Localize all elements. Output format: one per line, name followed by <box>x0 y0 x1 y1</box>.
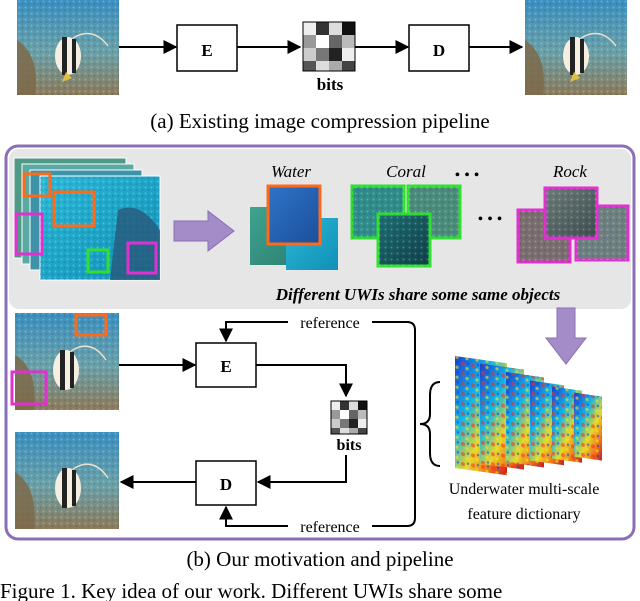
caption-a: (a) Existing image compression pipeline <box>150 109 489 133</box>
bottom-encoder-label: E <box>220 357 231 376</box>
bottom-input-image <box>10 313 119 410</box>
top-encoder-box <box>176 24 238 72</box>
dictionary-label-line2: feature dictionary <box>467 506 580 523</box>
dots-top: • • • <box>455 167 480 184</box>
coral-label: Coral <box>386 162 426 181</box>
bottom-decoder-box <box>195 460 257 506</box>
top-output-image <box>525 0 627 95</box>
bottom-bits-label: bits <box>337 437 362 454</box>
dots-middle: • • • <box>478 211 503 228</box>
dictionary-label-line1: Underwater multi-scale <box>449 481 600 498</box>
objects-tagline: Different UWIs share some same objects <box>275 285 561 304</box>
rock-patches <box>516 186 630 264</box>
bottom-encoder-box <box>195 342 257 388</box>
uwi-image-stack <box>13 157 161 281</box>
top-decoder-label: D <box>433 41 445 60</box>
reference-top-label: reference <box>300 315 360 332</box>
rock-label: Rock <box>552 162 587 181</box>
brace-icon <box>419 381 441 467</box>
top-pipeline: E bits D <box>17 0 627 133</box>
bottom-output-image <box>15 432 119 529</box>
top-bits-label: bits <box>317 75 344 94</box>
bottom-decoder-label: D <box>220 475 232 494</box>
figure-caption: Figure 1. Key idea of our work. Differen… <box>0 579 502 601</box>
reference-bottom-label: reference <box>300 519 360 536</box>
water-patches <box>250 184 338 270</box>
top-encoder-label: E <box>201 41 212 60</box>
feature-dictionary-stack <box>455 355 602 476</box>
transform-arrow-icon <box>173 209 235 253</box>
coral-patches <box>350 184 462 268</box>
top-input-image <box>17 0 119 95</box>
bottom-bits-matrix <box>330 400 368 435</box>
water-label: Water <box>271 162 311 181</box>
down-arrow-icon <box>544 307 588 365</box>
caption-b: (b) Our motivation and pipeline <box>186 547 453 571</box>
top-bits-matrix <box>302 21 356 72</box>
